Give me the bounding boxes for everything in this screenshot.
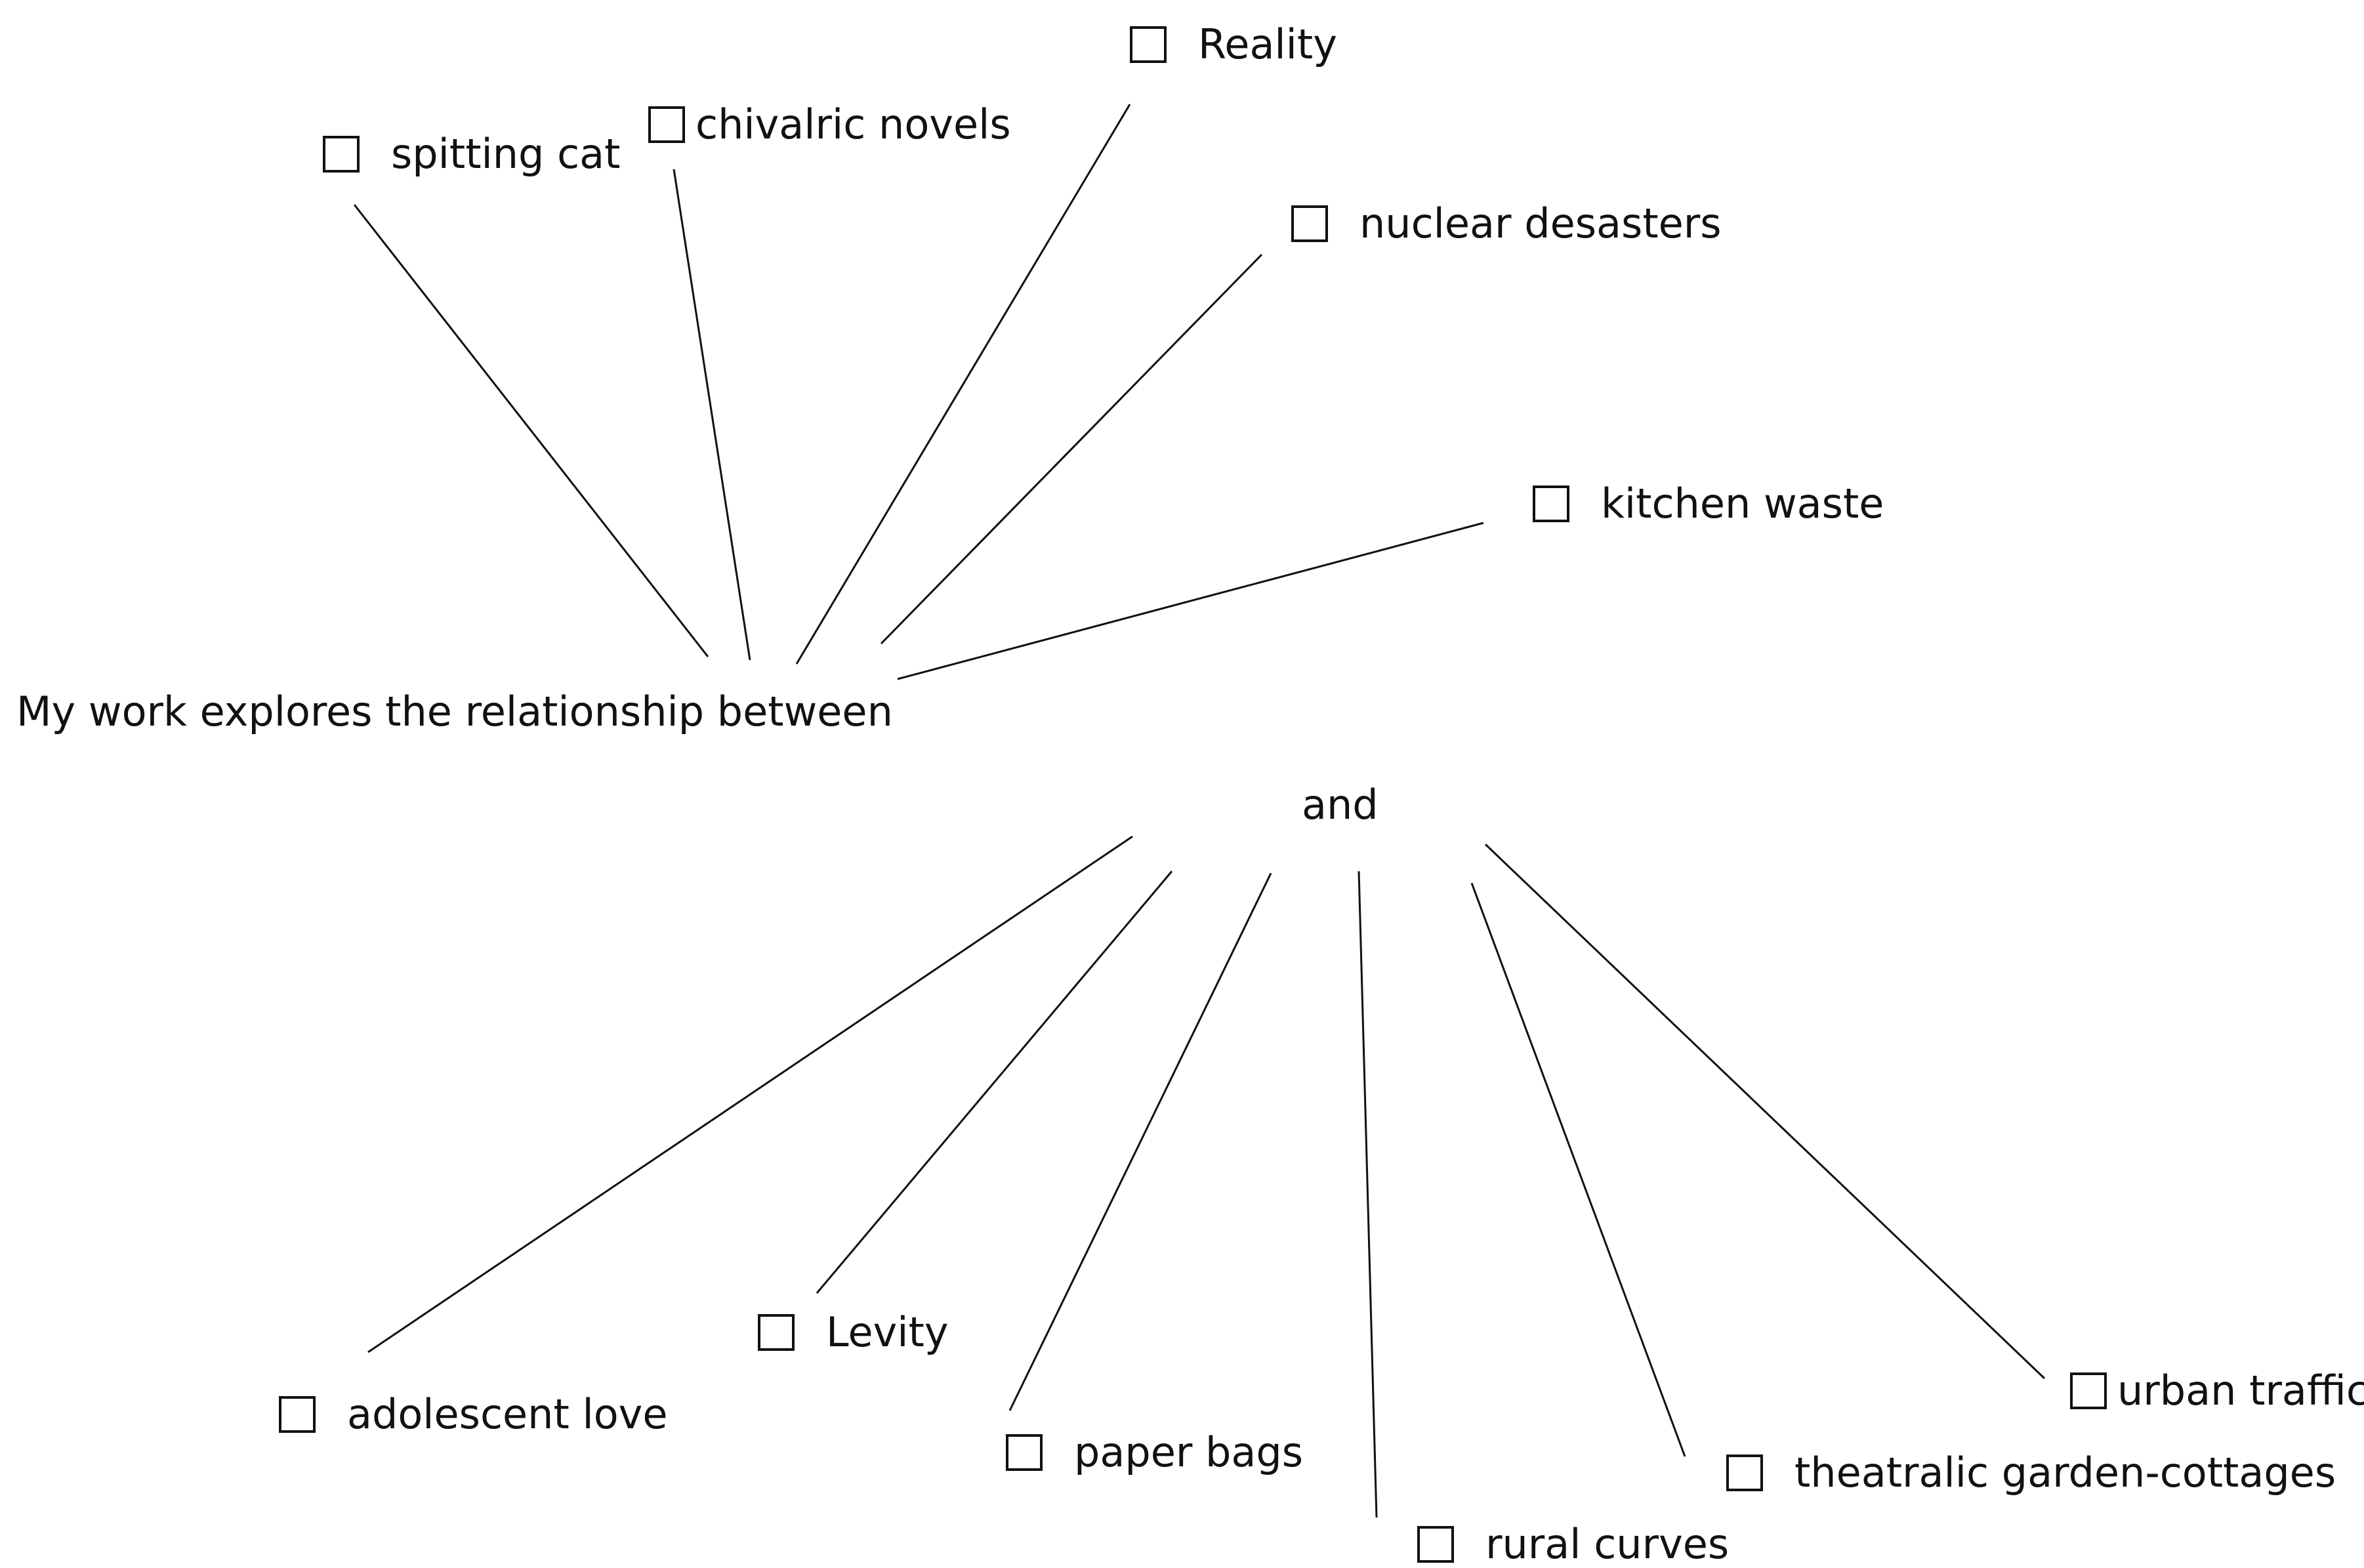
option-urban-traffic[interactable]: urban traffic	[2070, 1371, 2364, 1411]
connector-reality	[795, 104, 1131, 665]
option-label: Reality	[1198, 20, 1337, 68]
option-label: kitchen waste	[1601, 480, 1884, 527]
option-nuclear-desasters[interactable]: nuclear desasters	[1291, 203, 1722, 244]
option-rural-curves[interactable]: rural curves	[1417, 1524, 1729, 1565]
checkbox[interactable]	[1291, 205, 1328, 242]
checkbox[interactable]	[758, 1314, 795, 1351]
option-paper-bags[interactable]: paper bags	[1006, 1432, 1303, 1473]
connector-adolescent-love	[367, 835, 1133, 1353]
option-label: spitting cat	[391, 130, 621, 178]
connector-kitchen-waste	[897, 522, 1484, 680]
option-label: paper bags	[1074, 1428, 1304, 1476]
sentence-start: My work explores the relationship betwee…	[16, 688, 893, 735]
option-label: chivalric novels	[695, 100, 1011, 148]
connector-levity	[816, 871, 1173, 1294]
connector-spitting-cat	[353, 204, 709, 657]
checkbox[interactable]	[648, 106, 685, 143]
option-kitchen-waste[interactable]: kitchen waste	[1533, 484, 1884, 524]
option-reality[interactable]: Reality	[1130, 24, 1337, 65]
option-label: rural curves	[1485, 1520, 1730, 1568]
checkbox[interactable]	[1726, 1455, 1763, 1491]
connector-paper-bags	[1008, 873, 1272, 1411]
option-label: Levity	[826, 1308, 949, 1356]
option-adolescent-love[interactable]: adolescent love	[279, 1394, 668, 1435]
option-label: theatralic garden-cottages	[1794, 1449, 2336, 1496]
option-levity[interactable]: Levity	[758, 1312, 949, 1353]
sentence-conjunction: and	[1302, 781, 1379, 829]
option-theatralic-garden-cottages[interactable]: theatralic garden-cottages	[1726, 1453, 2336, 1493]
option-label: urban traffic	[2117, 1367, 2364, 1414]
connector-urban-traffic	[1484, 843, 2046, 1380]
checkbox[interactable]	[1533, 485, 1569, 522]
checkbox[interactable]	[1417, 1526, 1454, 1563]
checkbox[interactable]	[2070, 1372, 2107, 1409]
connector-chivalric-novels	[673, 169, 751, 661]
option-spitting-cat[interactable]: spitting cat	[323, 134, 620, 175]
connector-theatralic-garden-cottages	[1470, 882, 1686, 1457]
checkbox[interactable]	[323, 136, 360, 173]
checkbox[interactable]	[1130, 26, 1167, 63]
connector-nuclear-desasters	[880, 253, 1263, 645]
checkbox[interactable]	[279, 1396, 316, 1433]
option-label: adolescent love	[347, 1390, 668, 1438]
connector-rural-curves	[1358, 871, 1378, 1518]
checkbox[interactable]	[1006, 1434, 1043, 1471]
option-label: nuclear desasters	[1359, 199, 1722, 247]
option-chivalric-novels[interactable]: chivalric novels	[648, 104, 1011, 145]
